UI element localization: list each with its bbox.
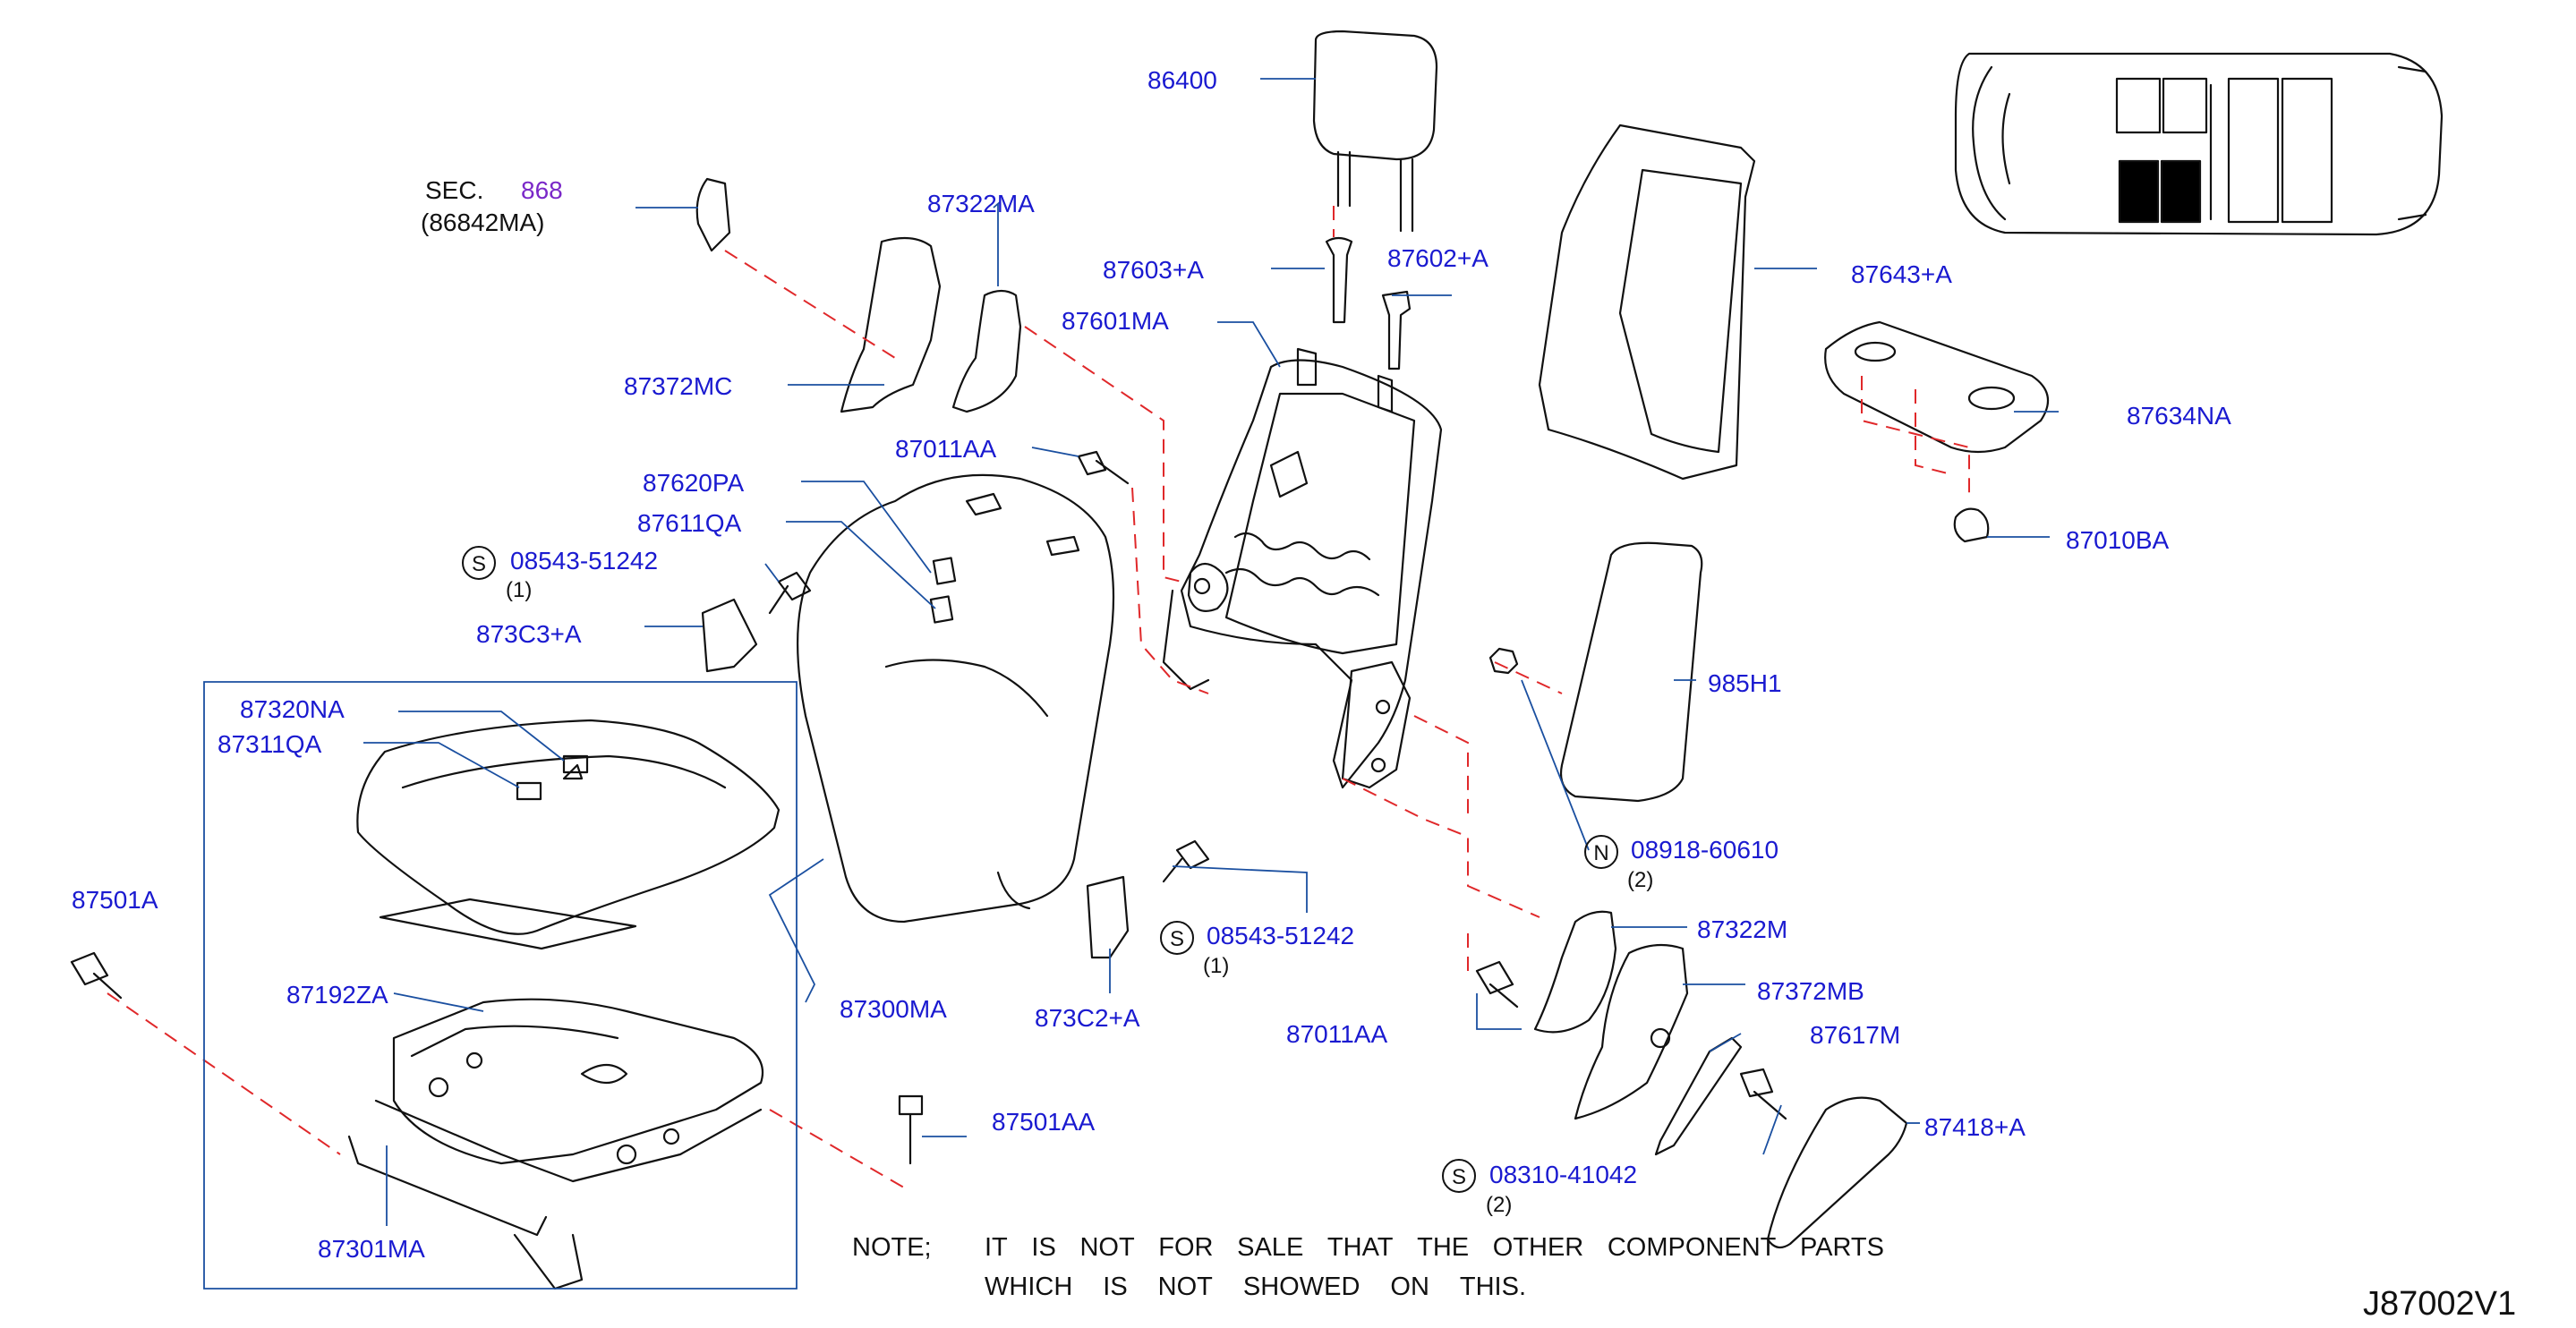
bracket-left-part[interactable] bbox=[701, 598, 758, 673]
part-label-87311QA[interactable]: 87311QA bbox=[218, 730, 322, 758]
part-label-86400[interactable]: 86400 bbox=[1147, 66, 1217, 94]
section-link-868[interactable]: 868 bbox=[521, 176, 563, 204]
part-label-87192ZA[interactable]: 87192ZA bbox=[286, 981, 388, 1009]
quantity-08310: (2) bbox=[1486, 1193, 1513, 1217]
part-label-87634NA[interactable]: 87634NA bbox=[2127, 402, 2231, 430]
part-label-87617M[interactable]: 87617M bbox=[1810, 1021, 1901, 1049]
part-label-87601MA[interactable]: 87601MA bbox=[1062, 307, 1169, 335]
part-label-87322M[interactable]: 87322M bbox=[1697, 915, 1788, 943]
part-label-87011AA-bottom[interactable]: 87011AA bbox=[1286, 1020, 1388, 1048]
note-line-1-word: FOR bbox=[1158, 1233, 1214, 1262]
note-line-2-word: THIS. bbox=[1459, 1273, 1527, 1301]
note-line-2-word: NOT bbox=[1157, 1273, 1213, 1301]
note-line-1-word: IT bbox=[985, 1233, 1008, 1262]
bolt-parts[interactable] bbox=[70, 177, 1787, 1165]
part-label-87643A[interactable]: 87643+A bbox=[1851, 260, 1952, 288]
seatback-frame-part[interactable] bbox=[1162, 347, 1443, 789]
note-line-2: WHICH IS NOT SHOWED ON THIS. bbox=[985, 1273, 1526, 1302]
seat-cushion-part[interactable] bbox=[356, 719, 780, 935]
part-label-87320NA[interactable]: 87320NA bbox=[240, 695, 345, 723]
part-label-08918-60610[interactable]: 08918-60610 bbox=[1631, 836, 1779, 864]
section-sub-part: (86842MA) bbox=[421, 209, 545, 236]
part-label-87300MA[interactable]: 87300MA bbox=[840, 995, 947, 1023]
note-prefix: NOTE; bbox=[852, 1233, 932, 1262]
seat-cover-upper-part[interactable] bbox=[951, 289, 1022, 413]
part-label-87011AA-top[interactable]: 87011AA bbox=[895, 435, 997, 463]
part-label-87372MB[interactable]: 87372MB bbox=[1757, 977, 1864, 1005]
diagram-code: J87002V1 bbox=[2363, 1285, 2517, 1323]
trim-strip-part[interactable] bbox=[1654, 1036, 1743, 1156]
note-line-1-word: THAT bbox=[1326, 1233, 1394, 1262]
nut-symbol-n: N bbox=[1584, 835, 1618, 869]
quantity-08543-top: (1) bbox=[506, 578, 533, 602]
note-line-1-word: IS bbox=[1031, 1233, 1056, 1262]
note-line-1-word: THE bbox=[1417, 1233, 1470, 1262]
part-label-08310-41042[interactable]: 08310-41042 bbox=[1489, 1161, 1638, 1188]
note-line-2-word: SHOWED bbox=[1242, 1273, 1361, 1301]
end-cap-part[interactable] bbox=[1766, 1096, 1908, 1249]
quantity-08543-mid: (1) bbox=[1203, 954, 1230, 978]
headrest-part[interactable] bbox=[1312, 30, 1438, 233]
part-label-87501AA[interactable]: 87501AA bbox=[992, 1108, 1096, 1136]
section-prefix: SEC. bbox=[425, 176, 484, 204]
note-line-2-word: ON bbox=[1390, 1273, 1429, 1301]
part-label-87603A[interactable]: 87603+A bbox=[1103, 256, 1204, 284]
assembly-hidden-lines bbox=[107, 206, 1970, 1191]
note-line-1: IT IS NOT FOR SALE THAT THE OTHER COMPONENT PARTS bbox=[985, 1233, 1884, 1263]
note-line-1-word: SALE bbox=[1237, 1233, 1304, 1262]
screw-symbol-s-mid: S bbox=[1160, 921, 1194, 955]
leader-lines bbox=[203, 78, 2059, 1290]
seatback-cushion-part[interactable] bbox=[797, 473, 1115, 924]
part-label-87418A[interactable]: 87418+A bbox=[1924, 1113, 2026, 1141]
seat-pad-part[interactable] bbox=[379, 898, 637, 950]
part-label-87010BA[interactable]: 87010BA bbox=[2066, 526, 2170, 554]
part-label-873C2A[interactable]: 873C2+A bbox=[1035, 1004, 1140, 1032]
seatback-tray-part[interactable] bbox=[1824, 320, 2050, 454]
nut-part[interactable] bbox=[1488, 647, 1519, 675]
part-label-08543-51242-mid[interactable]: 08543-51242 bbox=[1207, 922, 1355, 949]
part-label-87372MC[interactable]: 87372MC bbox=[624, 372, 733, 400]
side-airbag-part[interactable] bbox=[1559, 541, 1703, 803]
quantity-08918: (2) bbox=[1627, 868, 1654, 892]
note-line-2-word: IS bbox=[1103, 1273, 1128, 1301]
side-shield-right-part[interactable] bbox=[1574, 943, 1689, 1120]
note-line-1-word: OTHER bbox=[1492, 1233, 1584, 1262]
part-label-873C3A[interactable]: 873C3+A bbox=[476, 620, 582, 648]
part-label-87301MA[interactable]: 87301MA bbox=[318, 1235, 425, 1263]
clip-part[interactable] bbox=[1953, 507, 1990, 543]
part-label-985H1[interactable]: 985H1 bbox=[1708, 669, 1782, 697]
part-label-87611QA[interactable]: 87611QA bbox=[637, 509, 742, 537]
part-label-87602A[interactable]: 87602+A bbox=[1387, 244, 1488, 272]
backing-board-part[interactable] bbox=[1538, 123, 1756, 481]
part-label-87322MA[interactable]: 87322MA bbox=[927, 190, 1035, 217]
note-line-1-word: COMPONENT bbox=[1607, 1233, 1777, 1262]
part-label-87620PA[interactable]: 87620PA bbox=[643, 469, 745, 497]
seat-cover-lower-part[interactable] bbox=[1533, 910, 1617, 1034]
bracket-right-part[interactable] bbox=[1086, 875, 1130, 959]
note-line-2-word: WHICH bbox=[985, 1273, 1073, 1301]
note-line-1-word: PARTS bbox=[1799, 1233, 1884, 1262]
seat-frame-part[interactable] bbox=[347, 998, 764, 1290]
part-label-87501A[interactable]: 87501A bbox=[72, 886, 158, 914]
screw-symbol-s-bottom: S bbox=[1442, 1159, 1476, 1193]
part-label-08543-51242-top[interactable]: 08543-51242 bbox=[510, 547, 659, 575]
side-shield-left-part[interactable] bbox=[840, 236, 942, 413]
vehicle-locator-icon bbox=[1954, 52, 2444, 236]
note-line-1-word: NOT bbox=[1079, 1233, 1135, 1262]
screw-symbol-s: S bbox=[462, 546, 496, 580]
